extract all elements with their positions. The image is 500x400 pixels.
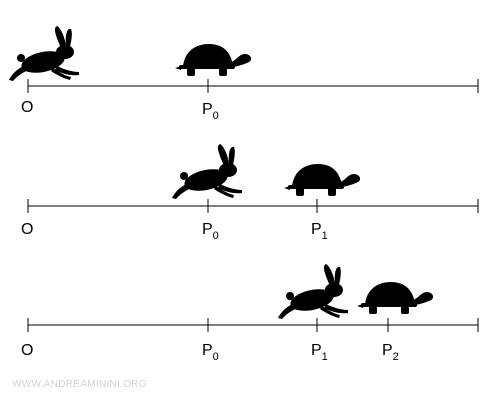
watermark: WWW.ANDREAMININI.ORG [12,379,147,390]
hare-icon [278,264,348,319]
point-label-origin: O [21,99,33,116]
tortoise-icon [357,282,434,314]
hare-icon [9,26,79,81]
point-label-p0: P0 [202,101,219,122]
point-label-origin: O [21,221,33,238]
point-label-p1: P1 [311,342,328,363]
point-label-p0: P0 [202,342,219,363]
row-3: O P0 P1 P2 [21,264,479,363]
row-2: O P0 P1 [21,144,479,242]
tortoise-icon [175,44,252,76]
row-1: O P0 [9,26,479,122]
point-label-p1: P1 [311,221,328,242]
point-label-p2: P2 [382,342,399,363]
hare-icon [172,144,242,199]
point-label-origin: O [21,342,33,359]
point-label-p0: P0 [202,221,219,242]
tortoise-icon [284,164,361,196]
